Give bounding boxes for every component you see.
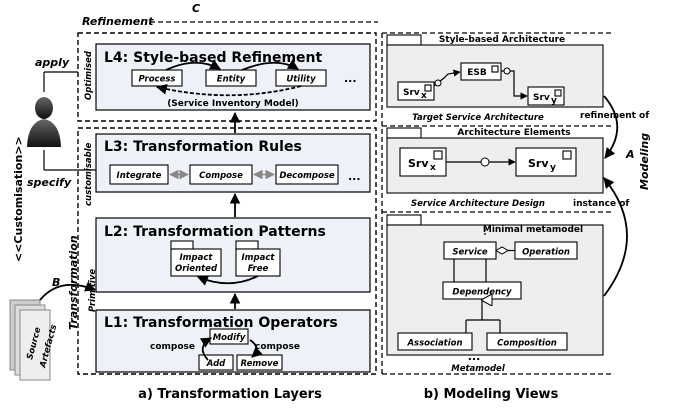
- style-srvx-label: Srv: [403, 88, 420, 98]
- l1-compose-left: compose: [150, 342, 195, 352]
- transformation-label: Transformation: [67, 235, 80, 330]
- style-srvx-sub: x: [421, 91, 427, 101]
- style-view-caption: Target Service Architecture: [412, 113, 544, 123]
- impact-free-tab: [235, 240, 259, 250]
- elements-srvx-sub: x: [430, 163, 436, 173]
- l1-compose-right: compose: [255, 342, 300, 352]
- elements-srvy-icon: [562, 150, 572, 160]
- l4-entity-label: Entity: [217, 75, 246, 85]
- l1-modify-label: Modify: [213, 333, 246, 343]
- meta-composition-box: [486, 332, 568, 351]
- refinement-of-label: refinement of: [580, 111, 649, 121]
- l4-arc-top-1: [165, 59, 221, 71]
- caption-a: a) Transformation Layers: [138, 387, 322, 402]
- meta-composition-label: Composition: [497, 339, 557, 349]
- impact-oriented-box: [170, 248, 222, 277]
- l1-modify-box: [209, 328, 249, 345]
- modeling-label: Modeling: [638, 133, 651, 190]
- l4-arc-bottom: [155, 83, 302, 97]
- style-esb-label: ESB: [467, 68, 487, 78]
- style-srvy-label: Srv: [533, 93, 550, 103]
- refinement-c-label: C: [192, 2, 200, 15]
- a-label: A: [625, 148, 635, 161]
- elements-srvy-label: Srv: [528, 157, 549, 170]
- impact-oriented-tab: [170, 240, 194, 250]
- impact-oriented-label-2: Oriented: [175, 264, 218, 274]
- elements-srvx-icon: [433, 150, 443, 160]
- l1-remove-label: Remove: [241, 359, 279, 369]
- source-artefacts-icon: [9, 299, 51, 381]
- style-srvy-icon: [554, 89, 562, 97]
- b-label: B: [52, 276, 60, 289]
- specify-label: specify: [27, 176, 72, 189]
- meta-view-tab: [386, 214, 422, 226]
- meta-view-header: Minimal metamodel: [483, 225, 583, 235]
- style-link-2-socket: [503, 67, 511, 75]
- customisable-label: customisable: [84, 142, 94, 206]
- elements-view-tab: [386, 127, 422, 139]
- l3-more-label: ...: [348, 170, 361, 183]
- l4-title: L4: Style-based Refinement: [104, 50, 322, 66]
- meta-more-label: ...: [468, 350, 481, 363]
- l4-more-label: ...: [344, 72, 357, 85]
- source-arrow: [39, 281, 97, 301]
- impact-free-label-2: Free: [248, 264, 269, 274]
- l1-title: L1: Transformation Operators: [104, 315, 338, 331]
- layers-group: [77, 127, 377, 375]
- optimised-group: [77, 32, 377, 122]
- l2-layer-box: [95, 217, 371, 293]
- optimised-label: Optimised: [84, 50, 94, 100]
- elements-srvy-box: [515, 147, 577, 177]
- meta-service-label: Service: [452, 248, 488, 258]
- l2-arc: [196, 275, 259, 286]
- l4-utility-label: Utility: [286, 75, 316, 85]
- elements-srvx-label: Srv: [408, 157, 429, 170]
- style-esb-icon: [491, 65, 499, 73]
- style-link-1-socket: [434, 79, 442, 87]
- l4-process-label: Process: [139, 75, 176, 85]
- l3-decompose-box: [275, 164, 339, 185]
- elements-view-header: Architecture Elements: [457, 128, 570, 138]
- style-view-tab: [386, 34, 422, 46]
- style-view-header: Style-based Architecture: [439, 35, 565, 45]
- apply-label: apply: [35, 56, 70, 69]
- meta-operation-label: Operation: [522, 248, 570, 258]
- instance-of-arc: [603, 177, 628, 297]
- l3-integrate-box: [109, 164, 169, 185]
- meta-view-caption: Metamodel: [451, 364, 506, 374]
- l1-arc-right: [249, 339, 263, 358]
- l1-add-label: Add: [206, 359, 226, 369]
- elements-view-caption: Service Architecture Design: [411, 199, 545, 209]
- meta-association-box: [397, 332, 473, 351]
- instance-of-label: instance of: [573, 199, 629, 209]
- l4-arc-top-2: [241, 59, 299, 71]
- elements-srvy-sub: y: [550, 163, 556, 173]
- style-srvy-sub: y: [551, 96, 557, 106]
- l3-compose-label: Compose: [199, 171, 243, 181]
- customisation-label: <<Customisation>>: [12, 136, 25, 262]
- meta-association-label: Association: [406, 339, 462, 349]
- meta-dependency-label: Dependency: [452, 288, 512, 298]
- l2-title: L2: Transformation Patterns: [104, 224, 326, 240]
- l3-compose-box: [189, 164, 253, 185]
- l4-note: (Service Inventory Model): [167, 99, 299, 109]
- style-srvx-icon: [424, 84, 432, 92]
- l3-integrate-label: Integrate: [117, 171, 162, 181]
- impact-oriented-label-1: Impact: [180, 253, 214, 263]
- l1-arc-left: [199, 337, 212, 361]
- l3-title: L3: Transformation Rules: [104, 139, 302, 155]
- l4-entity-box: [205, 69, 257, 87]
- caption-b: b) Modeling Views: [424, 387, 559, 402]
- refinement-of-arc: [603, 95, 619, 159]
- l3-decompose-label: Decompose: [279, 171, 335, 181]
- impact-free-label-1: Impact: [242, 253, 276, 263]
- elements-link-socket: [480, 157, 490, 167]
- refinement-label: Refinement: [82, 15, 154, 28]
- person-icon: [27, 97, 61, 147]
